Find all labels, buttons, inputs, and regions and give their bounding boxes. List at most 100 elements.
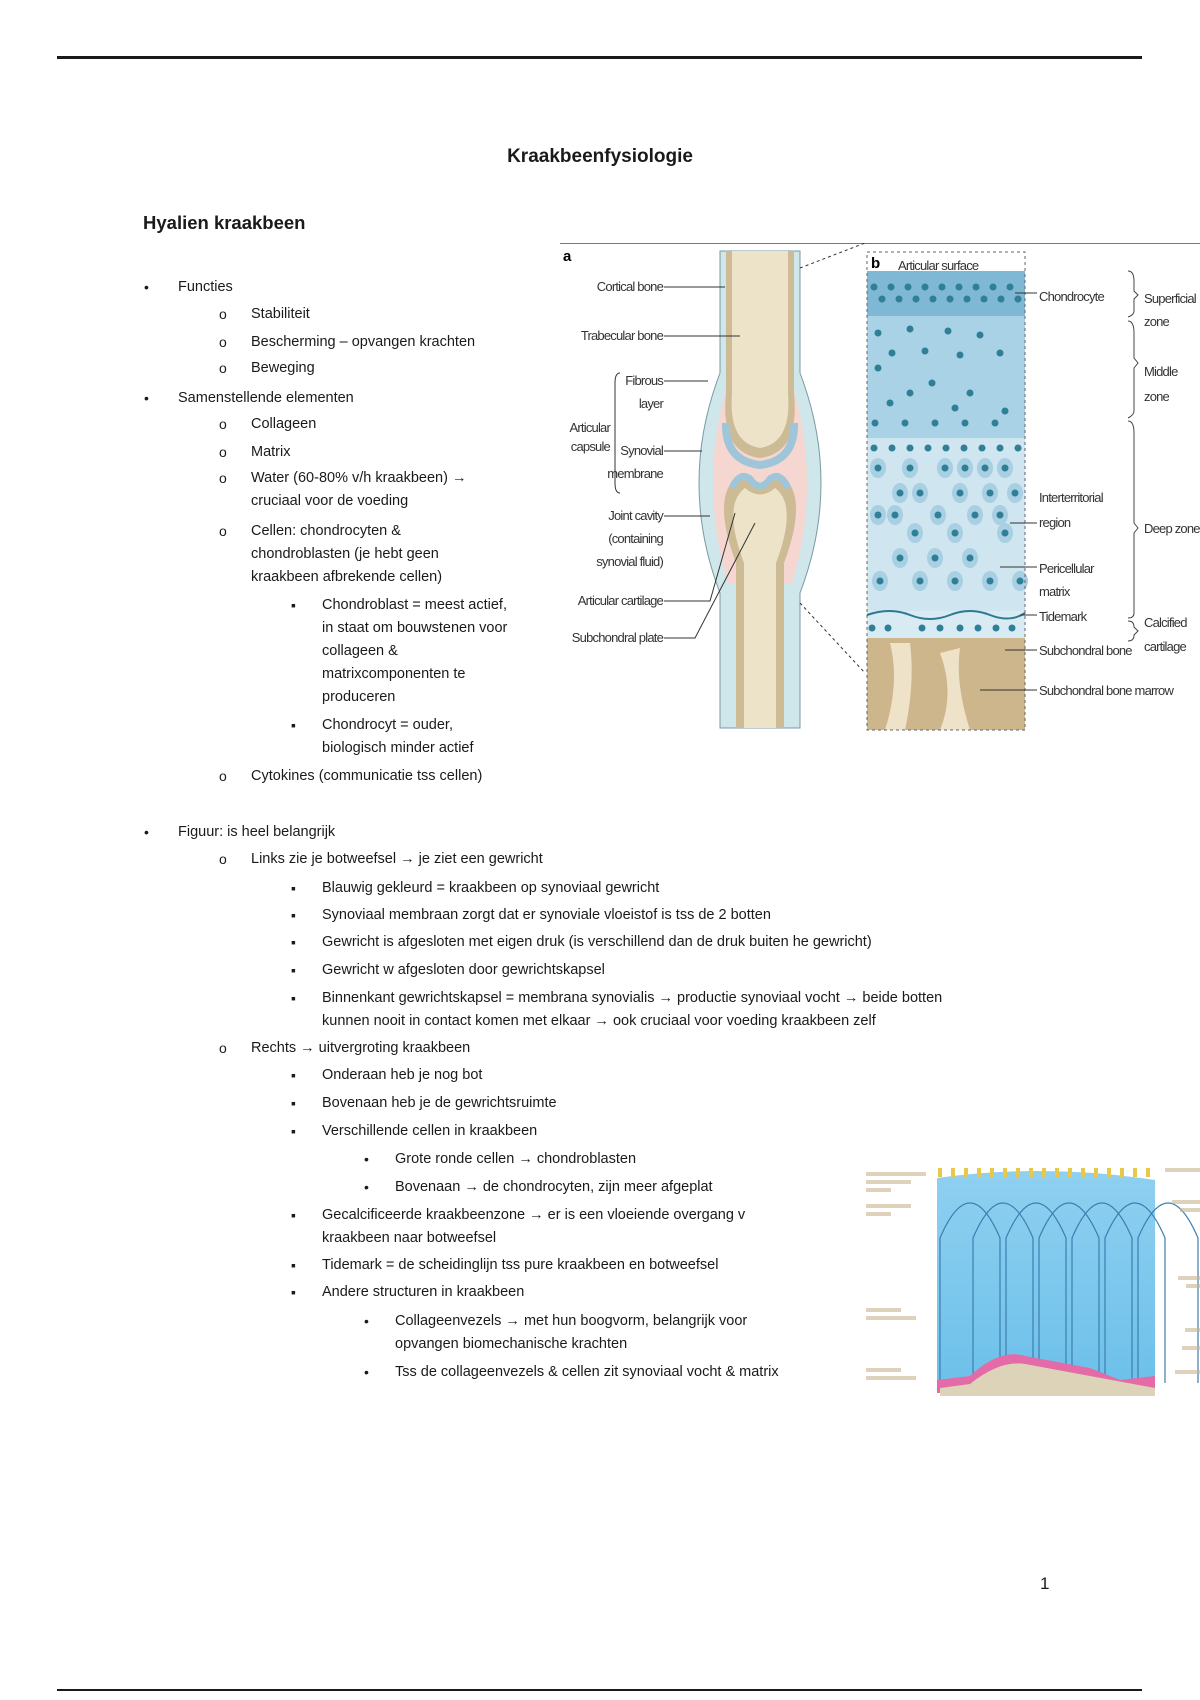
glycoprotein-mark xyxy=(964,1168,968,1177)
glycoprotein-mark xyxy=(977,1168,981,1177)
bullet-icon: o xyxy=(219,851,227,867)
list-item-level-3: Bovenaan heb je de gewrichtsruimte xyxy=(322,1095,557,1111)
chondrocyte-mark xyxy=(963,295,971,303)
collagen-arch xyxy=(1005,1202,1067,1383)
chondrocyte-mark xyxy=(874,464,882,472)
list-item-level-3: Synoviaal membraan zorgt dat er synovial… xyxy=(322,907,771,923)
chondrocyte-mark xyxy=(936,624,944,632)
glycoprotein-mark xyxy=(1016,1168,1020,1177)
chondrocyte-mark xyxy=(921,283,929,291)
list-item-level-2: Stabiliteit xyxy=(251,306,310,322)
bullet-icon: o xyxy=(219,523,227,539)
glycoprotein-mark xyxy=(1081,1168,1085,1177)
list-item-level-3: biologisch minder actief xyxy=(322,740,474,756)
bullet-icon: o xyxy=(219,360,227,376)
chondrocyte-mark xyxy=(944,327,952,335)
collagen-arch xyxy=(939,1202,1001,1383)
glycoprotein-mark xyxy=(1120,1168,1124,1177)
list-item-level-3: Tidemark = de scheidinglijn tss pure kra… xyxy=(322,1257,719,1273)
list-item-level-3: matrixcomponenten te xyxy=(322,666,466,682)
chondrocyte-mark xyxy=(992,624,1000,632)
chondrocyte-mark xyxy=(1011,489,1019,497)
chondrocyte-mark xyxy=(918,624,926,632)
bullet-icon: ▪ xyxy=(291,962,296,978)
chondrocyte-mark xyxy=(924,444,932,452)
zone-middle: Middle xyxy=(1144,364,1178,379)
chondrocyte-mark xyxy=(996,444,1004,452)
zone-calcified: Calcified xyxy=(1144,615,1187,630)
collagen-arch xyxy=(1104,1202,1166,1383)
glycoprotein-mark xyxy=(1003,1168,1007,1177)
chondrocyte-mark xyxy=(911,529,919,537)
bullet-icon: ▪ xyxy=(291,1207,296,1223)
chondrocyte-mark xyxy=(974,624,982,632)
list-item-level-2: chondroblasten (je hebt geen xyxy=(251,546,439,562)
chondrocyte-mark xyxy=(874,329,882,337)
label-membrane: membrane xyxy=(607,466,663,481)
list-item-level-1: Figuur: is heel belangrijk xyxy=(178,824,336,840)
chondrocyte-mark xyxy=(874,364,882,372)
chondrocyte-mark xyxy=(951,404,959,412)
chondrocyte-mark xyxy=(971,511,979,519)
list-item-level-3: kunnen nooit in contact komen met elkaar… xyxy=(322,1013,876,1029)
chondrocyte-mark xyxy=(1014,444,1022,452)
chondrocyte-mark xyxy=(972,283,980,291)
chondrocyte-mark xyxy=(928,379,936,387)
list-item-level-3: Gecalcificeerde kraakbeenzone → er is ee… xyxy=(322,1207,746,1223)
chondrocyte-mark xyxy=(916,577,924,585)
chondrocyte-mark xyxy=(1014,295,1022,303)
glycoprotein-mark xyxy=(1133,1168,1137,1177)
chondrocyte-mark xyxy=(870,283,878,291)
chondrocyte-mark xyxy=(906,464,914,472)
label-synovial-fluid: synovial fluid) xyxy=(596,554,663,569)
chondrocyte-mark xyxy=(966,554,974,562)
page-number: 1 xyxy=(1040,1574,1050,1593)
chondrocyte-mark xyxy=(868,624,876,632)
list-item-level-2: Links zie je botweefsel → je ziet een ge… xyxy=(251,851,543,867)
list-item-level-3: Andere structuren in kraakbeen xyxy=(322,1284,525,1300)
bullet-icon: ▪ xyxy=(291,934,296,950)
bullet-icon: ▪ xyxy=(291,1284,296,1300)
list-item-level-2: Cellen: chondrocyten & xyxy=(251,523,401,539)
zone-deep: Deep zone xyxy=(1144,521,1200,536)
chondrocyte-mark xyxy=(876,577,884,585)
label-synovial: Synovial xyxy=(620,443,664,458)
zone-superficial-2: zone xyxy=(1144,314,1170,329)
chondrocyte-mark xyxy=(966,389,974,397)
bullet-icon: ▪ xyxy=(291,990,296,1006)
panel-a-label: a xyxy=(563,248,572,265)
label-joint-cavity: Joint cavity xyxy=(608,508,664,523)
glycoprotein-mark xyxy=(1094,1168,1098,1177)
collagen-arch xyxy=(1038,1202,1100,1383)
collagen-arch xyxy=(1071,1202,1133,1383)
list-item-level-3: produceren xyxy=(322,689,396,705)
chondrocyte-mark xyxy=(986,577,994,585)
chondrocyte-mark xyxy=(956,351,964,359)
bullet-icon: • xyxy=(364,1364,369,1380)
glycoprotein-mark xyxy=(951,1168,955,1177)
chondrocyte-mark xyxy=(961,464,969,472)
chondrocyte-mark xyxy=(906,389,914,397)
bullet-icon: • xyxy=(364,1179,369,1195)
footer-rule xyxy=(57,1689,1142,1691)
bullet-icon: ▪ xyxy=(291,907,296,923)
list-item-level-1: Functies xyxy=(178,279,233,295)
list-item-level-3: Gewricht is afgesloten met eigen druk (i… xyxy=(322,934,872,950)
bullet-icon: ▪ xyxy=(291,880,296,896)
bullet-icon: • xyxy=(364,1313,369,1329)
bullet-icon: ▪ xyxy=(291,1257,296,1273)
list-item-level-2: cruciaal voor de voeding xyxy=(251,493,409,509)
chondrocyte-mark xyxy=(938,283,946,291)
list-item-level-4: Grote ronde cellen → chondroblasten xyxy=(395,1151,637,1167)
chondrocyte-mark xyxy=(878,295,886,303)
chondrocyte-mark xyxy=(956,624,964,632)
chondrocyte-mark xyxy=(941,464,949,472)
zone-middle-2: zone xyxy=(1144,389,1170,404)
label-layer: layer xyxy=(639,396,665,411)
glycoprotein-mark xyxy=(938,1168,942,1177)
chondrocyte-mark xyxy=(931,419,939,427)
bullet-icon: o xyxy=(219,1040,227,1056)
list-item-level-3: collageen & xyxy=(322,643,398,659)
chondrocyte-mark xyxy=(1006,283,1014,291)
chondrocyte-mark xyxy=(874,511,882,519)
